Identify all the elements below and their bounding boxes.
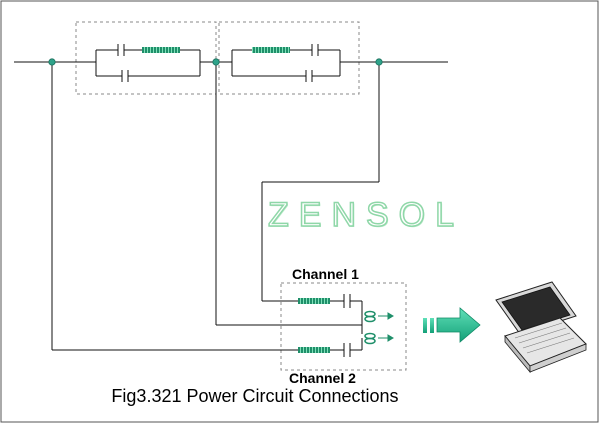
figure-caption: Fig3.321 Power Circuit Connections <box>111 386 399 406</box>
junction-nodes <box>48 58 383 66</box>
coil-left <box>142 47 180 53</box>
coil-channel-2 <box>298 347 330 353</box>
zensol-watermark: ZENSOL <box>267 195 465 235</box>
coil-right <box>252 47 290 53</box>
coil-channel-1 <box>298 298 330 304</box>
channel-2-label: Channel 2 <box>289 370 356 386</box>
channel-1-label: Channel 1 <box>292 266 359 282</box>
laptop-icon <box>495 281 587 374</box>
sensor-arrows <box>378 312 394 342</box>
breaker-enclosure-right <box>218 21 360 95</box>
breaker-left <box>95 44 201 82</box>
channel-wires <box>51 62 380 357</box>
breaker-right <box>231 44 341 82</box>
sensor-clamps <box>364 310 376 345</box>
measurement-enclosure <box>280 282 407 371</box>
breaker-enclosure-left <box>75 21 217 95</box>
right-arrow-icon <box>423 307 481 343</box>
